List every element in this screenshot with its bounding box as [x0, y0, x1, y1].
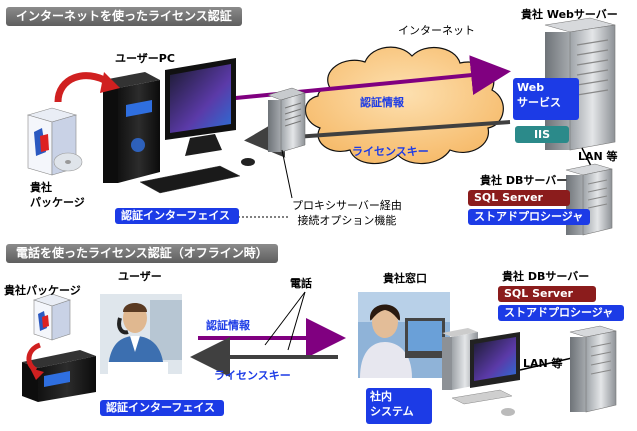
internal-system-box: 社内 システム — [366, 388, 432, 424]
lan-label-bottom: LAN 等 — [523, 357, 563, 370]
user-pc-icon-bottom — [22, 342, 96, 402]
package-box-icon-bottom — [33, 293, 71, 341]
proxy-server-icon — [267, 87, 306, 153]
package-label-top: 貴社 パッケージ — [30, 181, 85, 209]
phone-leader-line-1 — [264, 291, 306, 346]
user-label: ユーザー — [118, 270, 162, 283]
window-label: 貴社窓口 — [383, 272, 427, 285]
proxy-label: プロキシサーバー経由 接続オプション機能 — [292, 199, 402, 227]
iis-box: IIS — [515, 126, 569, 143]
internet-label: インターネット — [398, 24, 475, 37]
stored-proc-box-bottom: ストアドプロシージャ — [498, 305, 624, 321]
license-key-label-top: ライセンスキー — [352, 145, 429, 158]
auth-interface-box-bottom: 認証インターフェイス — [100, 400, 224, 416]
call-center-photo — [358, 292, 450, 378]
user-photo — [100, 294, 182, 374]
phone-label: 電話 — [290, 277, 312, 290]
proxy-leader-line — [281, 149, 293, 199]
auth-info-arrow-top — [214, 55, 511, 102]
db-server-label-top: 貴社 DBサーバー — [480, 174, 568, 187]
user-pc-label: ユーザーPC — [115, 52, 175, 65]
web-service-box: Web サービス — [513, 78, 579, 120]
office-pc-icon — [442, 328, 520, 416]
db-server-label-bottom: 貴社 DBサーバー — [502, 270, 590, 283]
auth-info-label-bottom: 認証情報 — [206, 319, 250, 332]
auth-info-label-top: 認証情報 — [360, 96, 404, 109]
package-box-icon-top — [26, 107, 83, 176]
user-pc-icon — [54, 58, 255, 194]
sql-server-box-bottom: SQL Server — [498, 286, 596, 302]
license-key-label-bottom: ライセンスキー — [214, 369, 291, 382]
lan-line-bottom — [519, 357, 573, 371]
stored-proc-box-top: ストアドプロシージャ — [468, 209, 590, 225]
db-server-icon-bottom — [569, 325, 617, 413]
phone-leader-line-2 — [287, 291, 306, 351]
section-title-internet: インターネットを使ったライセンス認証 — [6, 7, 242, 26]
package-label-bottom: 貴社パッケージ — [4, 284, 81, 297]
lan-label-top: LAN 等 — [578, 150, 618, 163]
sql-server-box-top: SQL Server — [468, 190, 570, 206]
auth-interface-box-top: 認証インターフェイス — [115, 208, 239, 224]
section-title-phone: 電話を使ったライセンス認証（オフライン時） — [6, 244, 278, 263]
web-server-label: 貴社 Webサーバー — [521, 8, 618, 21]
